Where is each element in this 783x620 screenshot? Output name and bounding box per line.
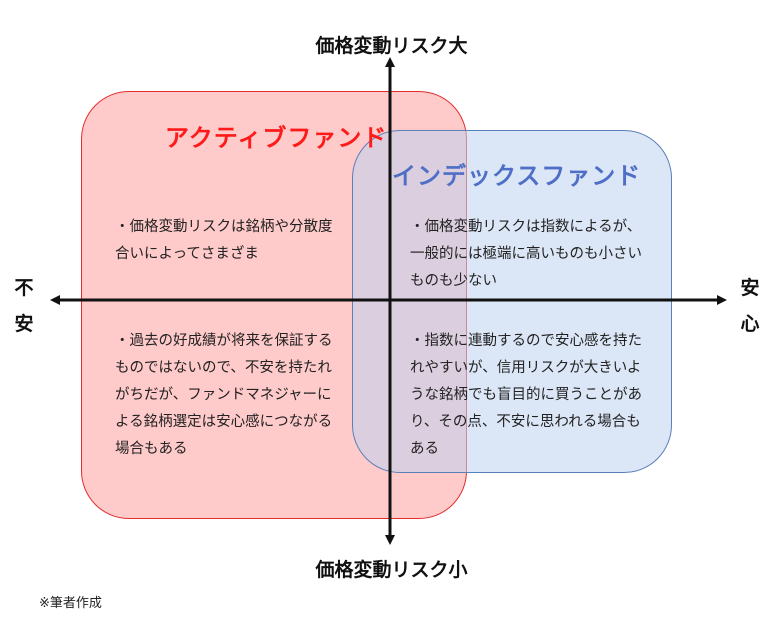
index-fund-note-confidence: ・指数に連動するので安心感を持たれやすいが、信用リスクが大きいような銘柄でも盲目… xyxy=(410,333,642,457)
index-fund-note-risk: ・価格変動リスクは指数によるが、一般的には極端に高いものも小さいものも少ない xyxy=(410,219,642,289)
index-fund-title: インデックスファンド xyxy=(392,162,642,190)
active-fund-note-risk: ・価格変動リスクは銘柄や分散度合いによってさまざま xyxy=(115,219,333,262)
bottom-axis-label: 価格変動リスク小 xyxy=(315,559,468,581)
active-fund-title: アクティブファンド xyxy=(165,124,388,152)
left-axis-label: 不安 xyxy=(14,277,34,335)
right-axis-label: 安心 xyxy=(740,277,760,335)
top-axis-label: 価格変動リスク大 xyxy=(315,35,468,57)
active-fund-note-confidence: ・過去の好成績が将来を保証するものではないので、不安を持たれがちだが、ファンドマ… xyxy=(115,333,333,457)
source-note: ※筆者作成 xyxy=(39,596,102,611)
